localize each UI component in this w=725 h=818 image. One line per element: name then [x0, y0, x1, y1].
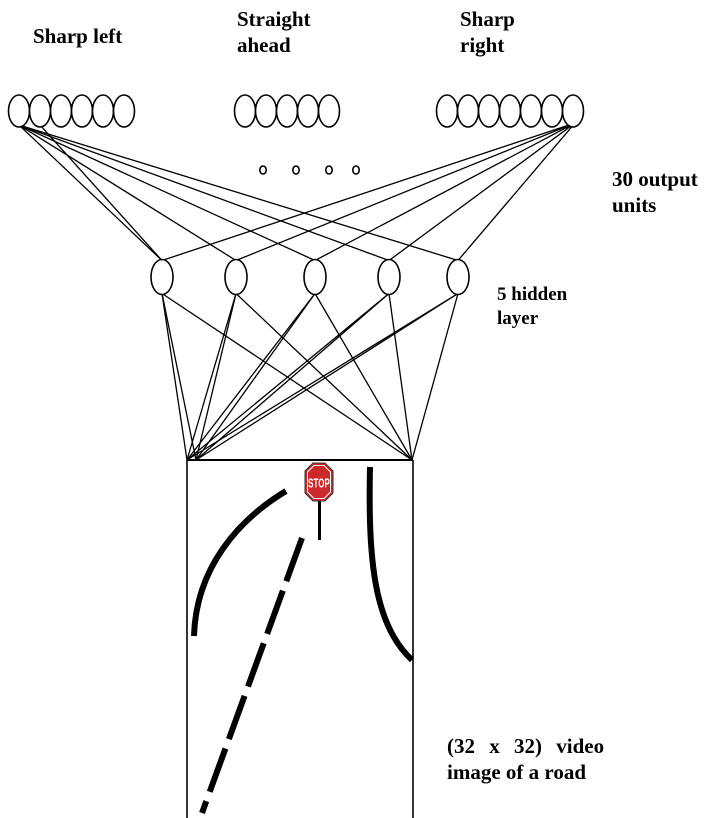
- output-unit: [561, 94, 585, 128]
- connection-line: [195, 293, 316, 461]
- output-unit: [456, 94, 480, 128]
- hidden-input-connections: [161, 292, 459, 461]
- output-layer-label: 30 output units: [612, 166, 698, 218]
- connection-line: [161, 293, 188, 461]
- connection-line: [161, 293, 197, 461]
- straight-ahead-label-line-2: ahead: [237, 33, 291, 57]
- output-unit: [233, 94, 257, 128]
- connection-line: [235, 293, 413, 461]
- output-unit: [112, 94, 136, 128]
- hidden-layer-label-line-1: 5 hidden: [497, 284, 568, 305]
- input-image-label-line-2: image of a road: [447, 760, 587, 784]
- connection-line: [39, 124, 163, 261]
- output-unit: [477, 94, 501, 128]
- sharp-right-label: Sharp right: [460, 6, 515, 58]
- input-image-label-line-1: (32 x 32) video: [447, 734, 605, 758]
- connection-line: [186, 293, 237, 461]
- connection-line: [186, 293, 316, 461]
- output-unit: [254, 94, 278, 128]
- output-unit: [275, 94, 299, 128]
- hidden-unit: [150, 258, 174, 296]
- output-unit: [519, 94, 543, 128]
- hidden-unit: [224, 258, 248, 296]
- ellipsis-dot: [324, 165, 333, 175]
- connection-line: [18, 124, 390, 262]
- output-unit: [7, 94, 31, 128]
- connection-line: [314, 293, 413, 461]
- connection-line: [195, 293, 390, 461]
- output-unit: [91, 94, 115, 128]
- connection-line: [388, 122, 576, 262]
- straight-ahead-label-line-1: Straight: [237, 7, 311, 31]
- output-unit: [317, 94, 341, 128]
- stop-sign-octagon: [304, 462, 334, 502]
- hidden-unit: [446, 258, 470, 296]
- connection-line: [411, 293, 459, 461]
- connection-line: [195, 292, 459, 461]
- ellipsis-dots: [258, 165, 360, 175]
- connection-line: [18, 124, 163, 261]
- input-image-label: (32 x 32) video image of a road: [447, 733, 604, 785]
- output-unit: [28, 94, 52, 128]
- connection-line: [161, 122, 576, 262]
- output-unit: [296, 94, 320, 128]
- connection-line: [457, 122, 576, 261]
- connection-line: [18, 124, 459, 262]
- output-units: [7, 94, 585, 128]
- connection-line: [18, 124, 237, 262]
- output-hidden-connections: [18, 122, 576, 262]
- sharp-left-label: Sharp left: [33, 23, 122, 49]
- straight-ahead-label: Straight ahead: [237, 6, 311, 58]
- connection-line: [195, 293, 237, 461]
- hidden-unit: [303, 258, 327, 296]
- stop-sign-icon: STOP: [304, 462, 334, 540]
- connection-line: [18, 124, 316, 262]
- road-left-edge: [191, 488, 288, 637]
- road-center-dashes: [199, 536, 305, 815]
- stop-sign-border: [307, 465, 331, 499]
- sharp-right-label-line-1: Sharp: [460, 7, 515, 31]
- output-layer-label-line-1: 30 output: [612, 167, 698, 191]
- output-unit: [540, 94, 564, 128]
- output-unit: [70, 94, 94, 128]
- output-unit: [49, 94, 73, 128]
- ellipsis-dot: [351, 165, 360, 175]
- hidden-units: [150, 258, 470, 296]
- ellipsis-dot: [258, 165, 267, 175]
- connection-line: [186, 292, 390, 461]
- connection-line: [388, 293, 413, 461]
- road-image: STOP: [186, 459, 415, 818]
- output-unit: [435, 94, 459, 128]
- hidden-layer-label-line-2: layer: [497, 308, 539, 329]
- ellipsis-dot: [291, 165, 300, 175]
- road-right-edge: [366, 466, 415, 663]
- output-unit: [498, 94, 522, 128]
- sharp-right-label-line-2: right: [460, 33, 505, 57]
- sharp-left-label-line: Sharp left: [33, 24, 123, 48]
- stop-sign-post: [318, 497, 321, 540]
- output-layer-label-line-2: units: [612, 193, 657, 217]
- hidden-unit: [377, 258, 401, 296]
- connection-line: [314, 122, 576, 262]
- connection-line: [186, 292, 459, 461]
- stop-sign-text: STOP: [308, 477, 330, 491]
- connection-line: [235, 122, 576, 262]
- hidden-layer-label: 5 hidden layer: [497, 283, 567, 331]
